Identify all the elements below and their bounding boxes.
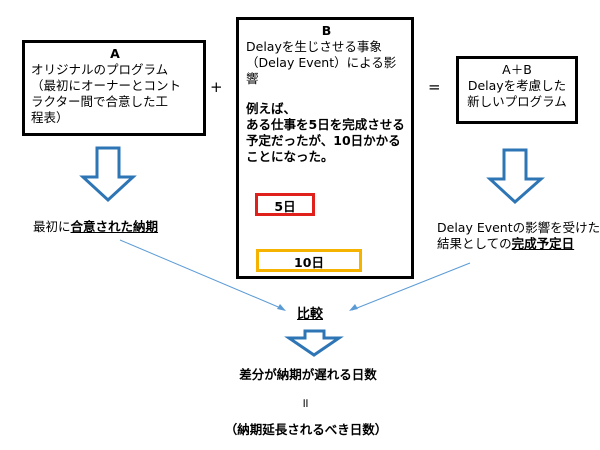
equals-sign: = (428, 78, 441, 96)
compare-label: 比較 (297, 307, 324, 322)
box-a-line: オリジナルのプログラム (31, 62, 169, 77)
box-a-line: ラクター間で合意した工 (31, 94, 169, 109)
box-new-program: A＋B Delayを考慮した 新しいプログラム (456, 56, 578, 124)
down-arrow-right (486, 148, 545, 205)
box-ab-line: 新しいプログラム (467, 94, 567, 109)
caption-prefix: 最初に (33, 219, 71, 234)
before-duration-label: 5日 (274, 199, 296, 214)
extension-days-text: （納期延長されるべき日数） (224, 422, 388, 437)
after-duration-label: 10日 (294, 255, 324, 270)
example-line: ことになった。 (246, 149, 334, 164)
box-original-program: A オリジナルのプログラム （最初にオーナーとコント ラクター間で合意した工 程… (22, 40, 206, 136)
example-line: ある仕事を5日を完成させる (246, 117, 405, 132)
agreed-deadline-caption: 最初に合意された納期 (33, 219, 158, 235)
down-arrow-left (79, 146, 137, 203)
box-b-line: Delayを生じさせる事象 (246, 39, 382, 54)
plus-sign: + (210, 78, 223, 96)
box-a-header: A (110, 46, 120, 61)
box-delay-event: B Delayを生じさせる事象 （Delay Event）による影 響 例えば、… (236, 17, 414, 279)
equivalence-symbol: ॥ (301, 395, 309, 410)
box-b-header: B (321, 23, 332, 38)
caption-line2-prefix: 結果としての (437, 236, 512, 251)
agreed-deadline-label: 合意された納期 (70, 219, 159, 234)
box-ab-line: Delayを考慮した (467, 78, 567, 93)
connector-left (119, 239, 284, 310)
box-b-line: 響 (246, 71, 259, 86)
box-a-line: （最初にオーナーとコント (31, 78, 182, 93)
after-duration-box: 10日 (256, 249, 362, 272)
example-line: 例えば、 (246, 101, 297, 116)
connector-right-head (349, 304, 358, 311)
caption-line1: Delay Eventの影響を受けた (437, 220, 600, 235)
box-b-line: （Delay Event）による影 (246, 55, 397, 70)
box-a-line: 程表） (31, 110, 69, 125)
down-arrow-center (284, 329, 344, 357)
projected-completion-caption: Delay Eventの影響を受けた 結果としての完成予定日 (437, 220, 600, 252)
example-line: 予定だったが、10日かかる (246, 133, 401, 148)
before-duration-box: 5日 (255, 193, 315, 216)
projected-completion-label: 完成予定日 (511, 236, 575, 251)
box-ab-header: A＋B (502, 62, 532, 77)
delay-days-text: 差分が納期が遅れる日数 (239, 367, 377, 382)
connector-right (351, 262, 471, 311)
connector-left-head (277, 304, 286, 311)
